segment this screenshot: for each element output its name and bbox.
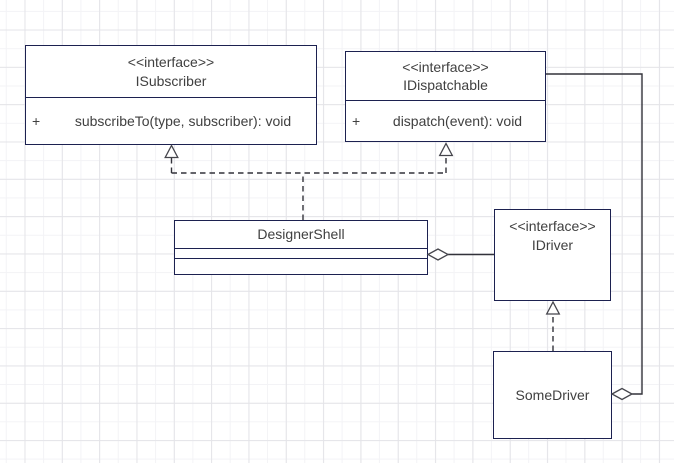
aggregation-diamond-icon	[610, 387, 634, 401]
realization-connector-designershell-isubscriber-idispatchable[interactable]	[164, 142, 454, 221]
stereotype-label: <<interface>>	[402, 58, 489, 75]
realization-line	[170, 155, 447, 220]
class-name-label: SomeDriver	[515, 387, 590, 403]
stereotype-label: <<interface>>	[127, 54, 215, 70]
visibility-label: +	[32, 112, 41, 129]
class-box-isubscriber[interactable]: <<interface>> ISubscriber + subscribeTo(…	[25, 45, 317, 145]
class-title: <<interface>> IDriver	[495, 210, 610, 254]
aggregation-diamond-icon	[426, 248, 450, 261]
class-box-somedriver[interactable]: SomeDriver	[493, 351, 612, 439]
class-title: DesignerShell	[175, 221, 427, 248]
class-title: <<interface>> ISubscriber	[26, 46, 316, 97]
empty-methods-compartment	[175, 258, 427, 273]
class-name-label: ISubscriber	[135, 72, 207, 89]
method-row: + subscribeTo(type, subscriber): void	[26, 97, 316, 143]
class-name-label: DesignerShell	[257, 226, 345, 243]
stereotype-label: <<interface>>	[509, 218, 596, 234]
realization-connector-somedriver-idriver[interactable]	[545, 300, 561, 351]
hollow-triangle-icon	[438, 142, 454, 157]
class-box-idriver[interactable]: <<interface>> IDriver	[494, 209, 611, 301]
hollow-triangle-icon	[545, 300, 561, 315]
method-row: + dispatch(event): void	[346, 100, 545, 140]
class-name-label: IDispatchable	[403, 77, 488, 93]
visibility-label: +	[352, 112, 361, 129]
class-box-idispatchable[interactable]: <<interface>> IDispatchable + dispatch(e…	[345, 51, 546, 142]
class-name-label: IDriver	[531, 236, 574, 253]
class-title: <<interface>> IDispatchable	[346, 52, 545, 100]
method-signature-label: dispatch(event): void	[392, 112, 523, 129]
empty-attributes-compartment	[175, 248, 427, 258]
aggregation-connector-designershell-idriver[interactable]	[426, 248, 494, 261]
method-signature-label: subscribeTo(type, subscriber): void	[74, 112, 292, 129]
class-box-designershell[interactable]: DesignerShell	[174, 220, 428, 275]
hollow-triangle-icon	[164, 144, 179, 159]
